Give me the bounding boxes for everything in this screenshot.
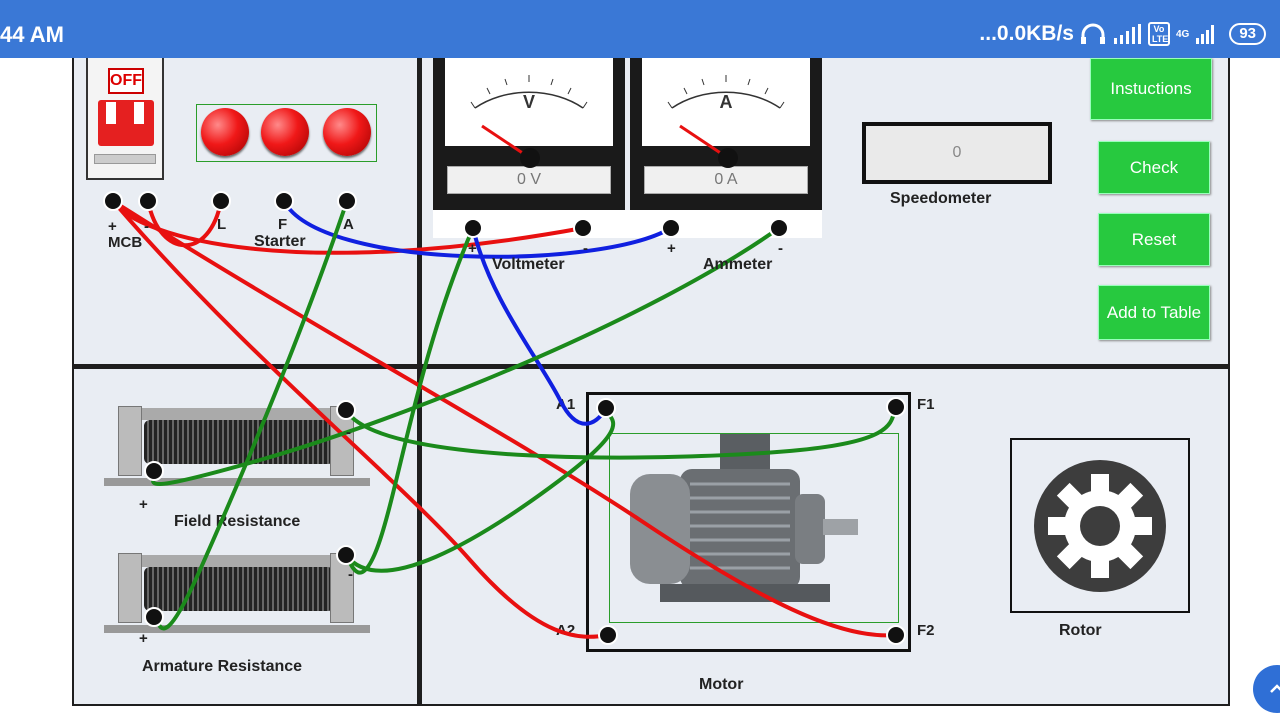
mcb-minus-label: - [144,218,149,235]
terminal-label-a1: A1 [556,396,576,413]
voltmeter-label: Voltmeter [492,256,565,273]
ammeter-unit: A [719,92,733,112]
speedometer-label: Speedometer [890,190,992,207]
starter-lamp-2 [261,108,309,156]
field-resistance-rheostat[interactable] [104,398,370,490]
voltmeter-plus-label: + [468,240,477,257]
field-plus-label: + [139,496,148,513]
voltmeter-scale [470,75,588,109]
motor-label: Motor [699,676,744,693]
starter-lamp-1 [201,108,249,156]
reset-button[interactable]: Reset [1098,213,1210,266]
network-type: 4G [1175,28,1190,40]
motor-panel [586,392,911,652]
rotor-panel [1010,438,1190,613]
motor-icon [630,434,858,602]
switch-state-label: OFF [108,68,144,94]
starter-a-label: A [343,216,354,233]
terminal-label-f2: F2 [917,622,935,639]
rotor-label: Rotor [1059,622,1102,639]
network-speed: ...0.0KB/s [979,22,1074,45]
field-resistance-label: Field Resistance [174,513,301,530]
signal-icon-2 [1196,25,1215,44]
ammeter-reading: 0 A [644,166,808,194]
mcb-switch[interactable]: OFF [86,58,164,180]
chevron-up-icon [1270,684,1280,693]
ammeter-scale [667,75,785,109]
starter-lamp-3 [323,108,371,156]
armature-plus-label: + [139,630,148,647]
battery-icon: 93 [1229,23,1266,45]
status-bar: 44 AM ...0.0KB/s Vo LTE 4G 93 [0,0,1280,58]
motor-image-frame [609,433,899,623]
mcb-plus-label: + [108,218,117,235]
meter-terminal-strip [433,210,822,238]
voltmeter-minus-label: - [583,240,588,257]
voltmeter: V 0 V [433,58,625,210]
status-icons: ...0.0KB/s Vo LTE 4G 93 [979,22,1266,46]
armature-minus-label: - [348,566,353,583]
signal-icon [1113,24,1141,44]
armature-resistance-label: Armature Resistance [142,658,303,675]
ammeter-minus-label: - [778,240,783,257]
ammeter-plus-label: + [667,240,676,257]
voltmeter-reading: 0 V [447,166,611,194]
instructions-button[interactable]: Instuctions [1090,58,1212,120]
voltmeter-unit: V [522,92,535,112]
starter-lamps-panel [196,104,377,162]
scroll-up-button[interactable] [1253,665,1280,713]
add-to-table-button[interactable]: Add to Table [1098,285,1210,340]
vertical-divider [417,58,422,706]
starter-f-label: F [278,216,288,233]
speedometer-display: 0 [862,122,1052,184]
starter-l-label: L [217,216,227,233]
check-button[interactable]: Check [1098,141,1210,194]
horizontal-divider [74,364,1230,369]
rotor-icon [1034,460,1166,592]
switch-lever[interactable] [98,100,154,146]
terminal-label-f1: F1 [917,396,935,413]
terminal-label-a2: A2 [556,622,576,639]
armature-resistance-rheostat[interactable] [104,545,370,637]
starter-label: Starter [254,233,306,250]
mcb-label: MCB [108,234,143,251]
field-minus-label: - [346,424,351,441]
headphones-icon [1080,23,1105,44]
ammeter-label: Ammeter [703,256,773,273]
volte-icon: Vo LTE [1147,22,1170,46]
ammeter: A 0 A [630,58,822,210]
status-time: 44 AM [0,22,64,47]
